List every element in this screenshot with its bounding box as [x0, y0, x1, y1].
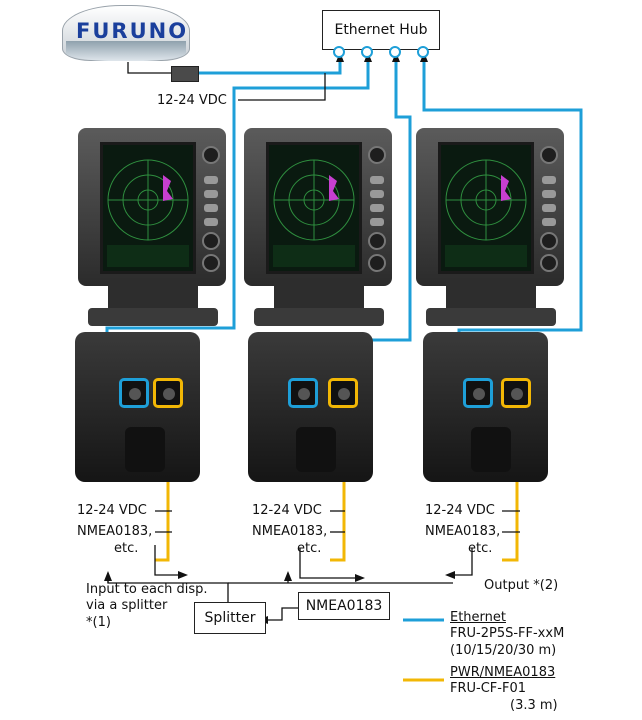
control-knob-icon [202, 254, 220, 272]
display-3-nmea-label: NMEA0183, [425, 524, 501, 539]
display-3-back [423, 332, 548, 482]
legend-ethernet-part: FRU-2P5S-FF-xxM [450, 626, 565, 641]
pwr-nmea-port [153, 378, 183, 408]
control-knob-icon [540, 146, 558, 164]
legend-ethernet-title: Ethernet [450, 610, 506, 625]
pwr-nmea-port [328, 378, 358, 408]
display-2-etc-label: etc. [297, 541, 322, 556]
display-2-power-label: 12-24 VDC [252, 503, 322, 518]
legend-pwr-title: PWR/NMEA0183 [450, 665, 556, 680]
display-2-front [244, 128, 394, 328]
legend-pwr-part: FRU-CF-F01 [450, 681, 526, 696]
nmea-to-splitter-wire [268, 607, 298, 621]
hub-port-2 [361, 46, 373, 58]
input-note-line3: *(1) [86, 615, 111, 630]
hub-port-1 [333, 46, 345, 58]
radome-connector [171, 66, 199, 82]
radome-power-label: 12-24 VDC [157, 93, 227, 108]
control-knob-icon [368, 254, 386, 272]
input-note-line2: via a splitter [86, 598, 168, 613]
display-1-front [78, 128, 228, 328]
display-1-etc-label: etc. [114, 541, 139, 556]
splitter-box: Splitter [194, 602, 266, 634]
top-power-wire [238, 73, 326, 101]
legend-pwr-length: (3.3 m) [510, 698, 558, 713]
control-knob-icon [202, 146, 220, 164]
ethernet-port [463, 378, 493, 408]
display-1-nmea-label: NMEA0183, [77, 524, 153, 539]
hub-port-3 [389, 46, 401, 58]
control-knob-icon [540, 254, 558, 272]
display-1-back [75, 332, 200, 482]
splitter-label: Splitter [204, 610, 256, 626]
control-knob-icon [202, 232, 220, 250]
radar-screen [438, 142, 534, 274]
control-knob-icon [540, 232, 558, 250]
ethernet-port [288, 378, 318, 408]
ethernet-hub-label: Ethernet Hub [334, 22, 428, 38]
nmea0183-label: NMEA0183 [305, 598, 383, 614]
radome-ethernet-cable [196, 52, 342, 75]
display-2-nmea-label: NMEA0183, [252, 524, 328, 539]
ethernet-port [119, 378, 149, 408]
nmea0183-source-box: NMEA0183 [298, 592, 390, 620]
control-knob-icon [368, 146, 386, 164]
display-3-power-label: 12-24 VDC [425, 503, 495, 518]
radome-antenna: FURUNO [62, 5, 190, 75]
control-knob-icon [368, 232, 386, 250]
radar-screen [100, 142, 196, 274]
radome-brand: FURUNO [76, 19, 189, 43]
legend-ethernet-lengths: (10/15/20/30 m) [450, 643, 557, 658]
ethernet-hub: Ethernet Hub [322, 10, 440, 50]
pwr-nmea-port [501, 378, 531, 408]
input-note-line1: Input to each disp. [86, 582, 208, 597]
display-3-front [416, 128, 566, 328]
display-3-etc-label: etc. [468, 541, 493, 556]
radar-screen [266, 142, 362, 274]
display-1-power-label: 12-24 VDC [77, 503, 147, 518]
hub-port-4 [417, 46, 429, 58]
output-note: Output *(2) [484, 578, 559, 593]
display-2-back [248, 332, 373, 482]
